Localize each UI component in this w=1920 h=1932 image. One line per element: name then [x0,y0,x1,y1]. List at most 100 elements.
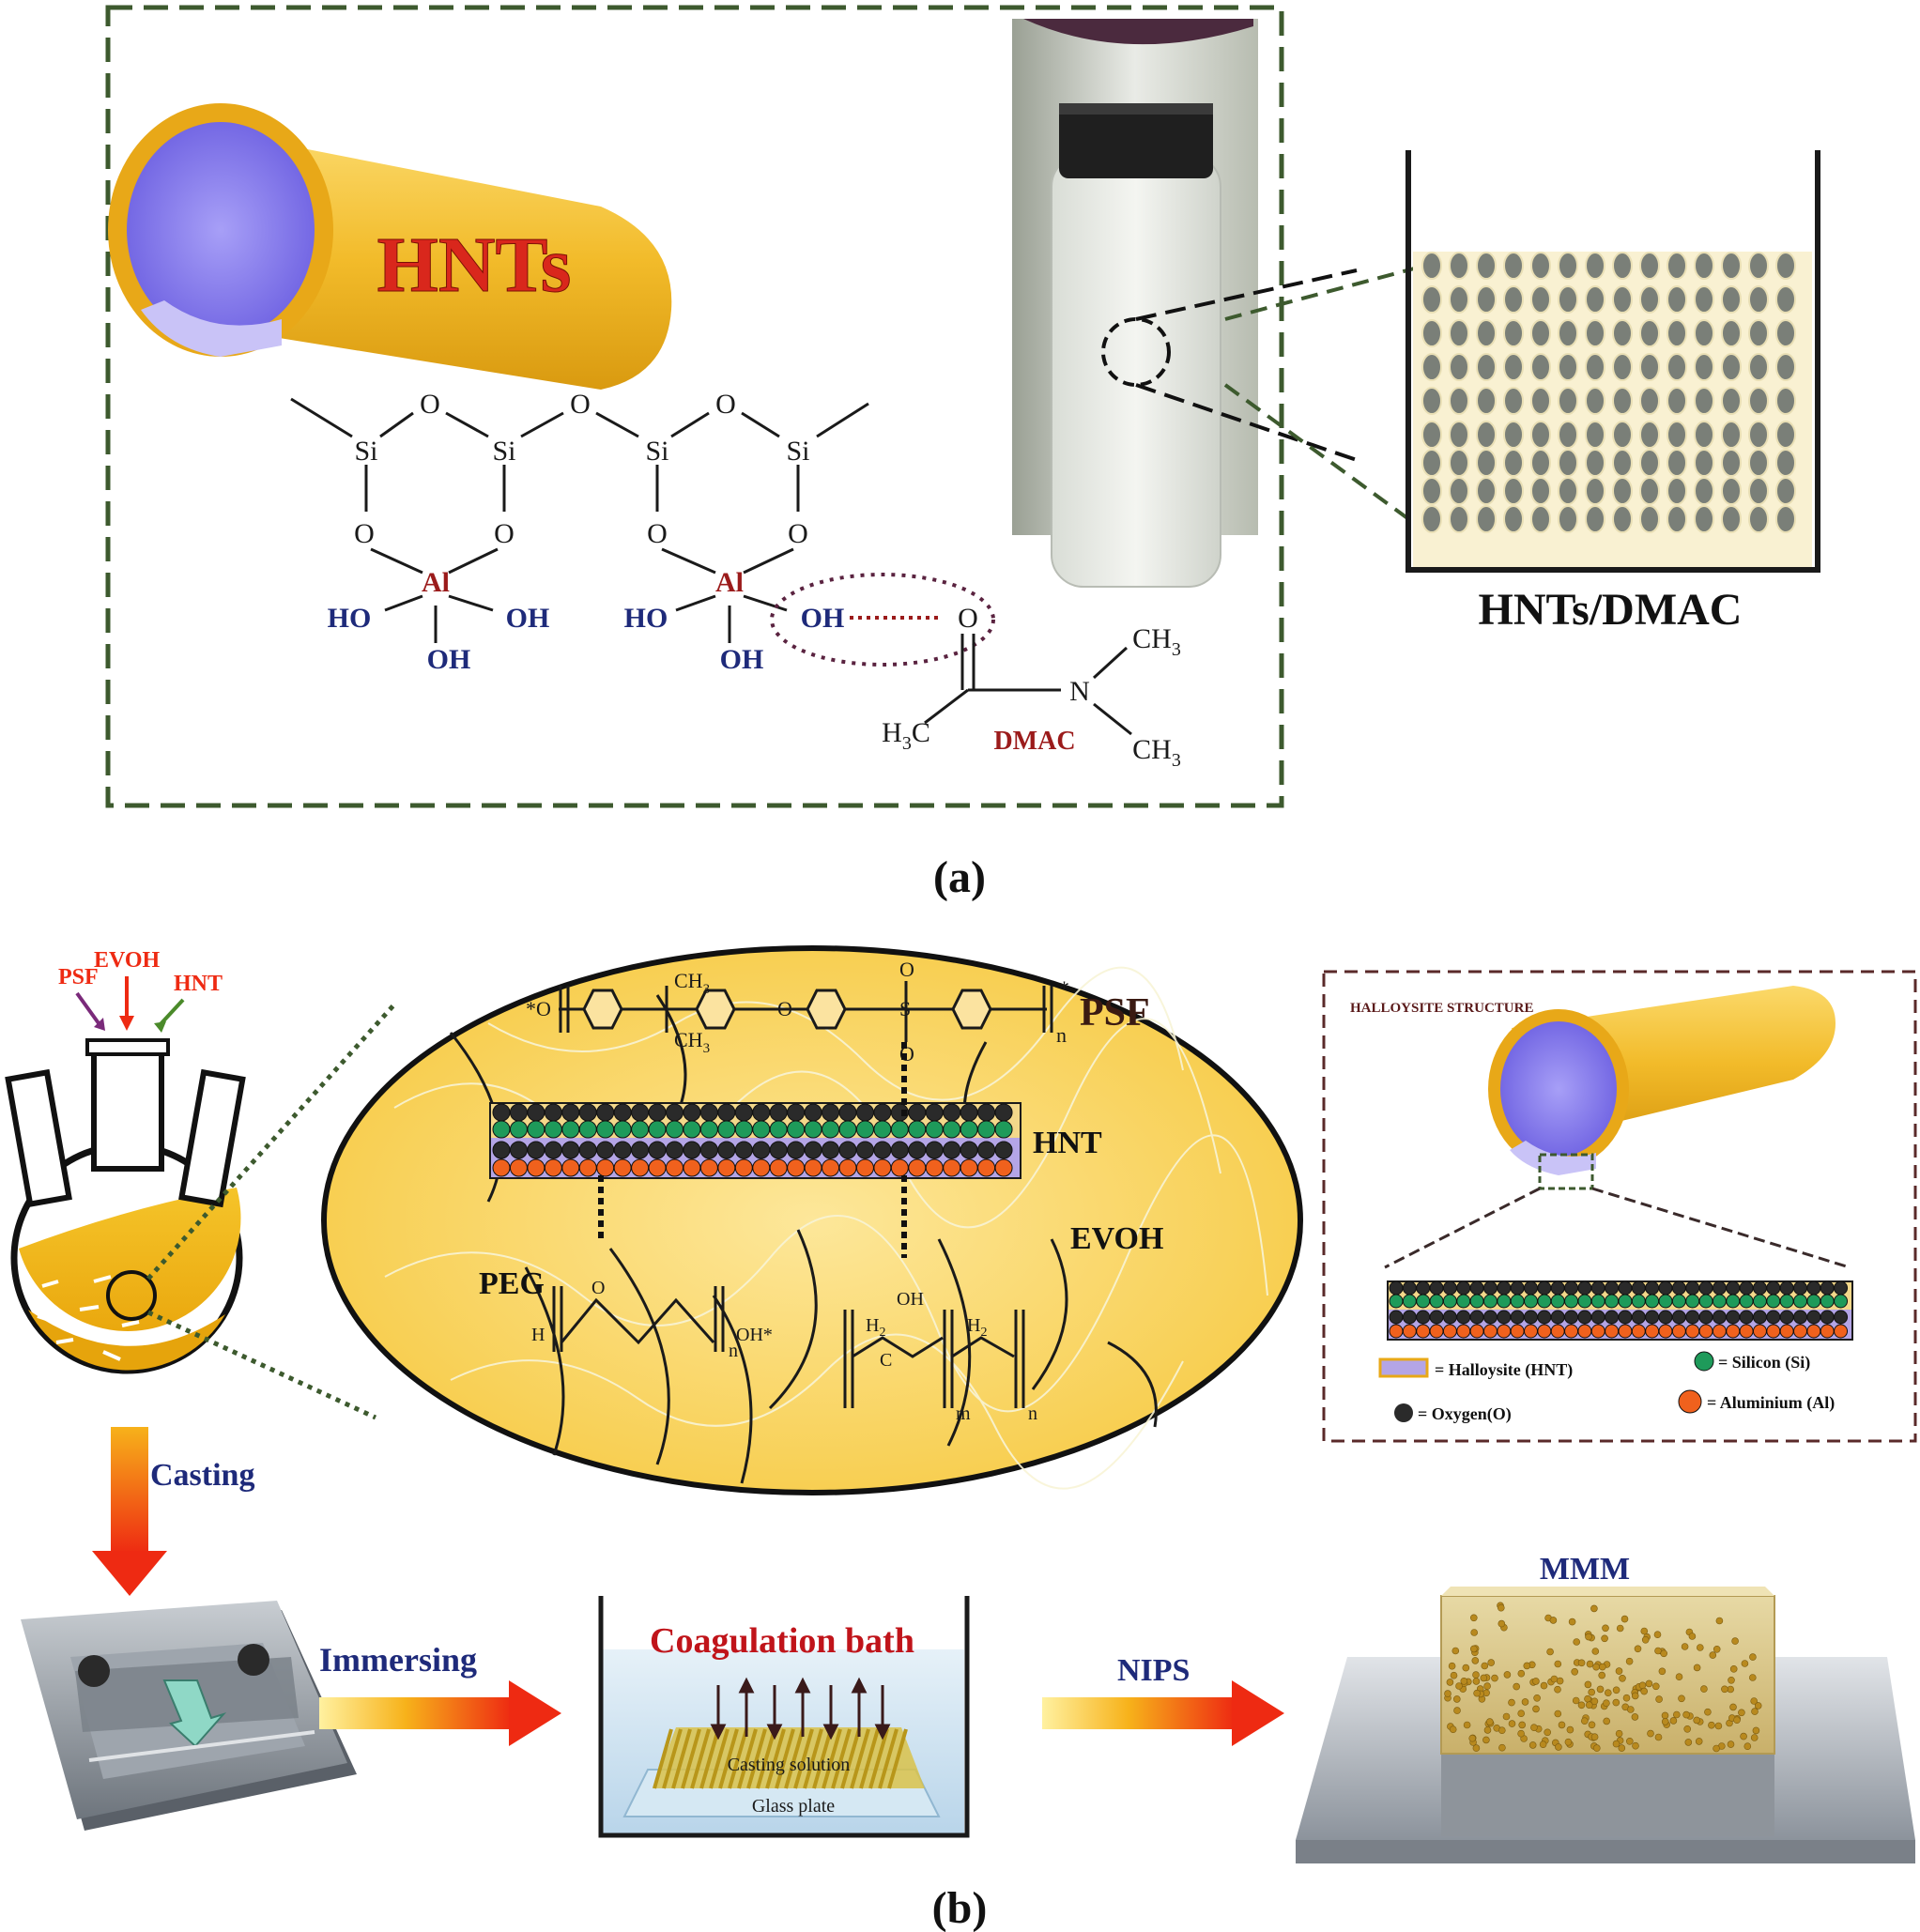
hnt-particle [1421,421,1442,449]
hnt-particle [1601,1634,1608,1643]
hnt-particle [1667,319,1687,347]
hnt-particle [1748,387,1769,415]
hnt-particle [1558,252,1578,280]
hnt-particle [1588,1688,1595,1696]
silicon-atom [1577,1294,1592,1309]
mixed-matrix-membrane [1296,1587,1915,1863]
hnt-particle [1754,1702,1762,1710]
aluminium-atom [787,1158,806,1177]
silicon-atom [578,1120,597,1139]
hnt-particle [1503,1671,1512,1679]
aluminium-atom [855,1158,874,1177]
hnt-particle [1740,1732,1747,1740]
oxygen-atom [769,1141,788,1159]
hnt-particle [1639,353,1660,381]
hnt-particle [1731,1637,1739,1645]
hnt-particle [1654,1733,1663,1741]
hnt-particle [1593,1744,1601,1752]
hnt-particle [1727,1740,1735,1748]
hnt-particle [1688,1633,1697,1640]
hnt-fiber [803,1728,823,1789]
hnt-particle [1638,1681,1647,1690]
oxygen-atom [1497,1310,1512,1325]
hnt-particle [1558,477,1578,505]
hnt-fiber [878,1728,899,1789]
casting-arrow [92,1427,167,1596]
oxygen-atom [1834,1310,1849,1325]
hnt-particle [1549,1617,1558,1624]
silicon-atom [1631,1294,1646,1309]
hnt-fiber [765,1728,786,1789]
oxygen-atom [1510,1310,1525,1325]
hnt-particle [1530,319,1551,347]
hnt-particle [1625,1657,1634,1665]
hnt-particle [1540,1681,1548,1690]
hnt-particle [1596,1685,1605,1694]
hnt-particle [1585,477,1605,505]
casting-solution-label: Casting solution [728,1755,851,1775]
hnt-particle [1472,1678,1481,1685]
oxygen-atom [1671,1280,1686,1296]
hnt-particle [1453,1707,1461,1714]
oxygen-atom [960,1141,978,1159]
hnt-particle [1775,285,1796,314]
aluminium-atom [943,1158,961,1177]
hnt-particle [1775,252,1796,280]
oxygen-atom [1590,1310,1605,1325]
oxygen-atom [1442,1310,1457,1325]
aluminium-atom [613,1158,632,1177]
hnt-particle [1503,421,1524,449]
hnt-particle [1503,387,1524,415]
hnt-particle [1421,252,1442,280]
oxygen-atom [1537,1310,1552,1325]
aluminium-atom [838,1158,857,1177]
hnt-particle [1476,477,1497,505]
beaker-hnts-dmac [1405,150,1820,573]
hnt-particle [1446,1679,1454,1686]
hnt-particle [1449,252,1469,280]
aluminium-atom [1442,1324,1457,1339]
atom-o-top-3: O [715,389,736,420]
hnt-particle [1721,505,1742,533]
aluminium-atom [925,1158,944,1177]
atom-oh-2: OH [427,644,471,675]
silicon-atom [873,1120,892,1139]
hnt-particle [1421,449,1442,477]
hnt-particle [1449,319,1469,347]
silicon-atom [717,1120,736,1139]
hnt-particle [1476,319,1497,347]
hnt-particle [1590,1697,1599,1706]
aluminium-atom [1793,1324,1807,1339]
hnt-particle [1460,1678,1468,1685]
hnt-particle [1558,285,1578,314]
hnt-particle [1554,1710,1562,1718]
hnt-particle [1558,387,1578,415]
hnt-particle [1532,1678,1540,1685]
hnt-particle [1631,1713,1639,1721]
aluminium-atom [596,1158,615,1177]
aluminium-atom [1389,1324,1404,1339]
oxygen-atom [1793,1280,1807,1296]
oxygen-atom [752,1141,771,1159]
aluminium-atom [1605,1324,1620,1339]
hnt-particle [1449,353,1469,381]
oxygen-atom [977,1103,996,1122]
atom-o-top-2: O [570,389,591,420]
hnt-particle [1653,1631,1662,1638]
silicon-atom [1766,1294,1781,1309]
oxygen-atom [666,1141,684,1159]
hnt-particle [1612,285,1633,314]
evoh-h2-b: H2 [967,1315,987,1340]
hnt-particle [1667,387,1687,415]
oxygen-atom [1752,1280,1767,1296]
aluminium-atom [1416,1324,1431,1339]
hnt-fiber [822,1728,842,1789]
aluminium-atom [1482,1324,1498,1339]
zoom-line-black-bottom [1135,383,1358,462]
hnt-particle [1694,505,1714,533]
hnt-atomic-layer [492,1103,1013,1177]
hnt-particle [1585,1701,1593,1709]
hnt-fiber [831,1728,852,1789]
silicon-atom [787,1120,806,1139]
hnt-particle [1585,353,1605,381]
